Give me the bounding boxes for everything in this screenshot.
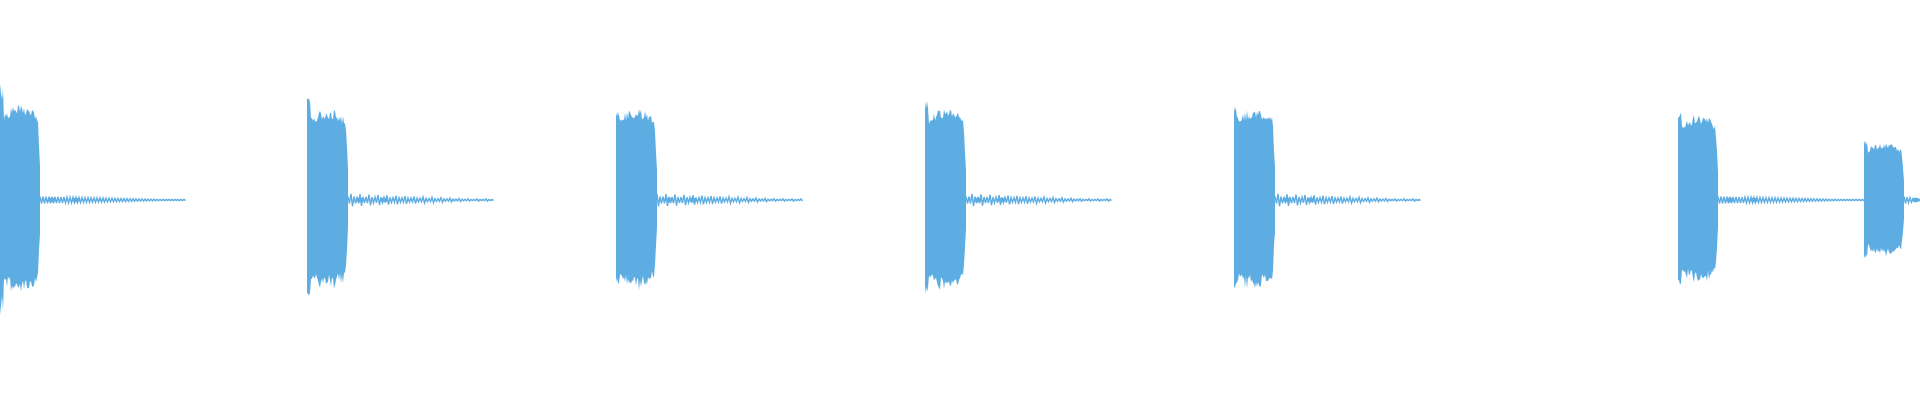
burst-envelope <box>1864 140 1904 259</box>
tail-blip <box>1750 197 1758 203</box>
burst-envelope <box>307 98 348 296</box>
waveform-bursts <box>0 83 1920 316</box>
tail-blip <box>974 197 982 203</box>
burst-envelope <box>925 100 966 295</box>
burst-envelope <box>0 83 40 316</box>
burst-tail <box>39 194 186 206</box>
waveform-burst <box>1864 140 1920 259</box>
burst-tail <box>965 193 1112 207</box>
tail-blip <box>665 197 673 203</box>
tail-blip <box>48 197 56 203</box>
waveform-burst <box>0 83 186 316</box>
waveform-burst <box>1678 112 1867 285</box>
burst-tail <box>347 193 494 207</box>
burst-envelope <box>616 109 657 291</box>
tail-blip <box>1283 197 1291 203</box>
tail-blip <box>356 197 364 203</box>
tail-blip <box>998 197 1006 203</box>
tail-blip <box>72 197 80 203</box>
waveform-burst <box>1234 107 1421 289</box>
tail-blip <box>380 197 388 203</box>
burst-tail <box>1717 194 1867 206</box>
burst-envelope <box>1678 112 1718 285</box>
waveform-burst <box>925 100 1112 295</box>
waveform-burst <box>307 98 494 296</box>
burst-tail <box>1274 193 1421 207</box>
burst-envelope <box>1234 107 1275 289</box>
waveform-burst <box>616 109 804 291</box>
tail-blip <box>1726 197 1734 203</box>
burst-tail <box>656 193 804 207</box>
tail-blip <box>689 197 697 203</box>
tail-blip <box>1912 197 1920 203</box>
tail-blip <box>1307 197 1315 203</box>
